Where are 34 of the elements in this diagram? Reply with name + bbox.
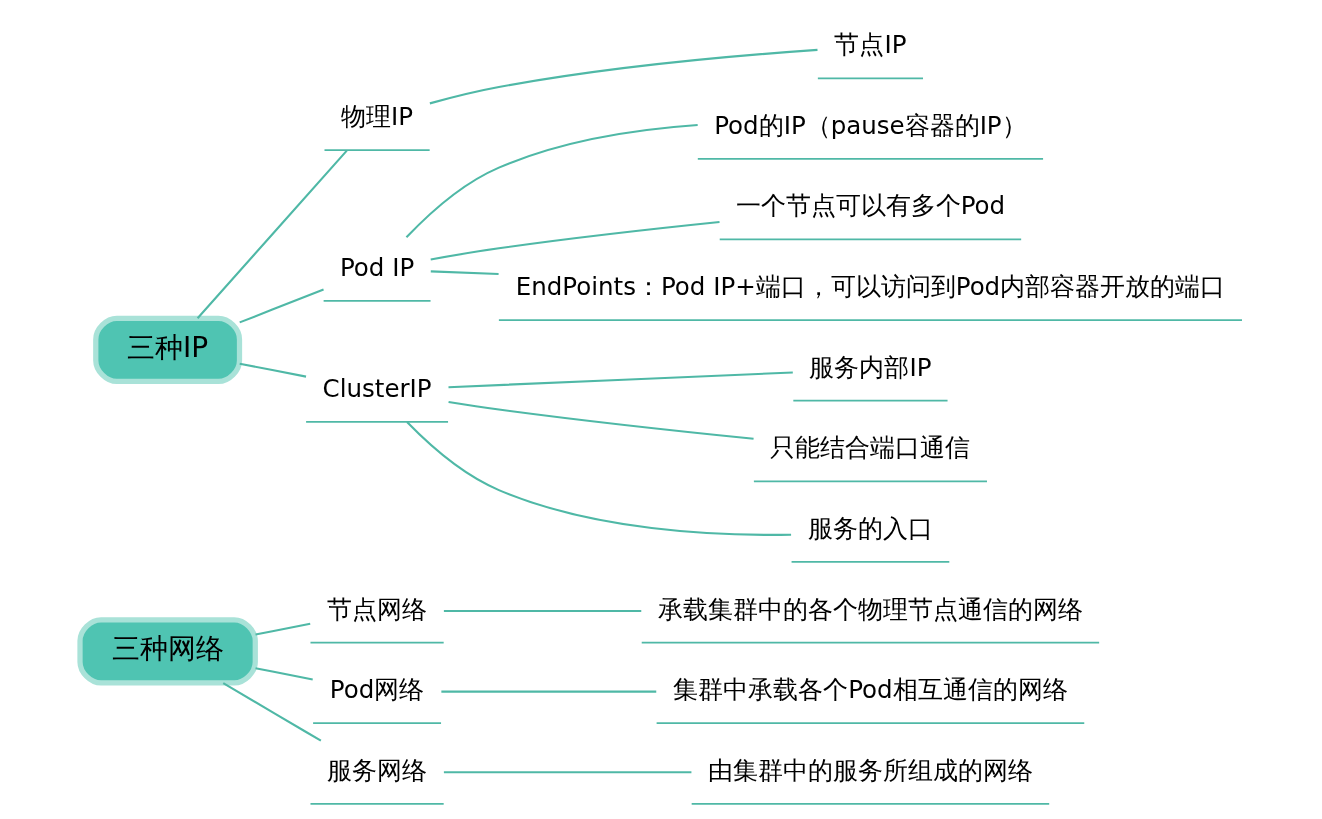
connector <box>222 682 322 742</box>
node-text: Pod IP <box>339 252 415 282</box>
node-text: 只能结合端口通信 <box>770 433 971 463</box>
connector <box>406 421 792 536</box>
node-text: Pod的IP（pause容器的IP） <box>714 110 1027 140</box>
connector <box>239 362 307 378</box>
connector <box>443 771 692 774</box>
connector <box>430 220 720 261</box>
connector <box>441 690 657 693</box>
connector <box>255 667 313 681</box>
node-text: 承载集群中的各个物理节点通信的网络 <box>657 594 1083 624</box>
node-text: 节点IP <box>834 30 907 60</box>
node-text: 一个节点可以有多个Pod <box>735 191 1006 221</box>
connector <box>255 622 311 636</box>
node-text: Pod网络 <box>329 675 425 705</box>
connector <box>196 149 348 319</box>
node-box: 三种网络 <box>77 617 258 686</box>
node-text: 集群中承载各个Pod相互通信的网络 <box>673 675 1068 705</box>
node-text: 由集群中的服务所组成的网络 <box>707 755 1033 785</box>
node-text: EndPoints：Pod IP+端口，可以访问到Pod内部容器开放的端口 <box>515 272 1226 302</box>
connector <box>448 401 754 440</box>
node-text: ClusterIP <box>322 373 432 403</box>
connector <box>448 371 793 389</box>
node-text: 物理IP <box>341 102 414 132</box>
node-text: 服务网络 <box>327 755 428 785</box>
connector <box>430 270 499 276</box>
node-text: 节点网络 <box>327 594 428 624</box>
connector <box>405 124 698 239</box>
connector <box>443 610 642 613</box>
connector <box>429 48 818 105</box>
node-text: 服务的入口 <box>807 513 933 543</box>
connector <box>239 288 324 324</box>
node-text: 服务内部IP <box>809 352 932 382</box>
node-box: 三种IP <box>93 315 243 385</box>
